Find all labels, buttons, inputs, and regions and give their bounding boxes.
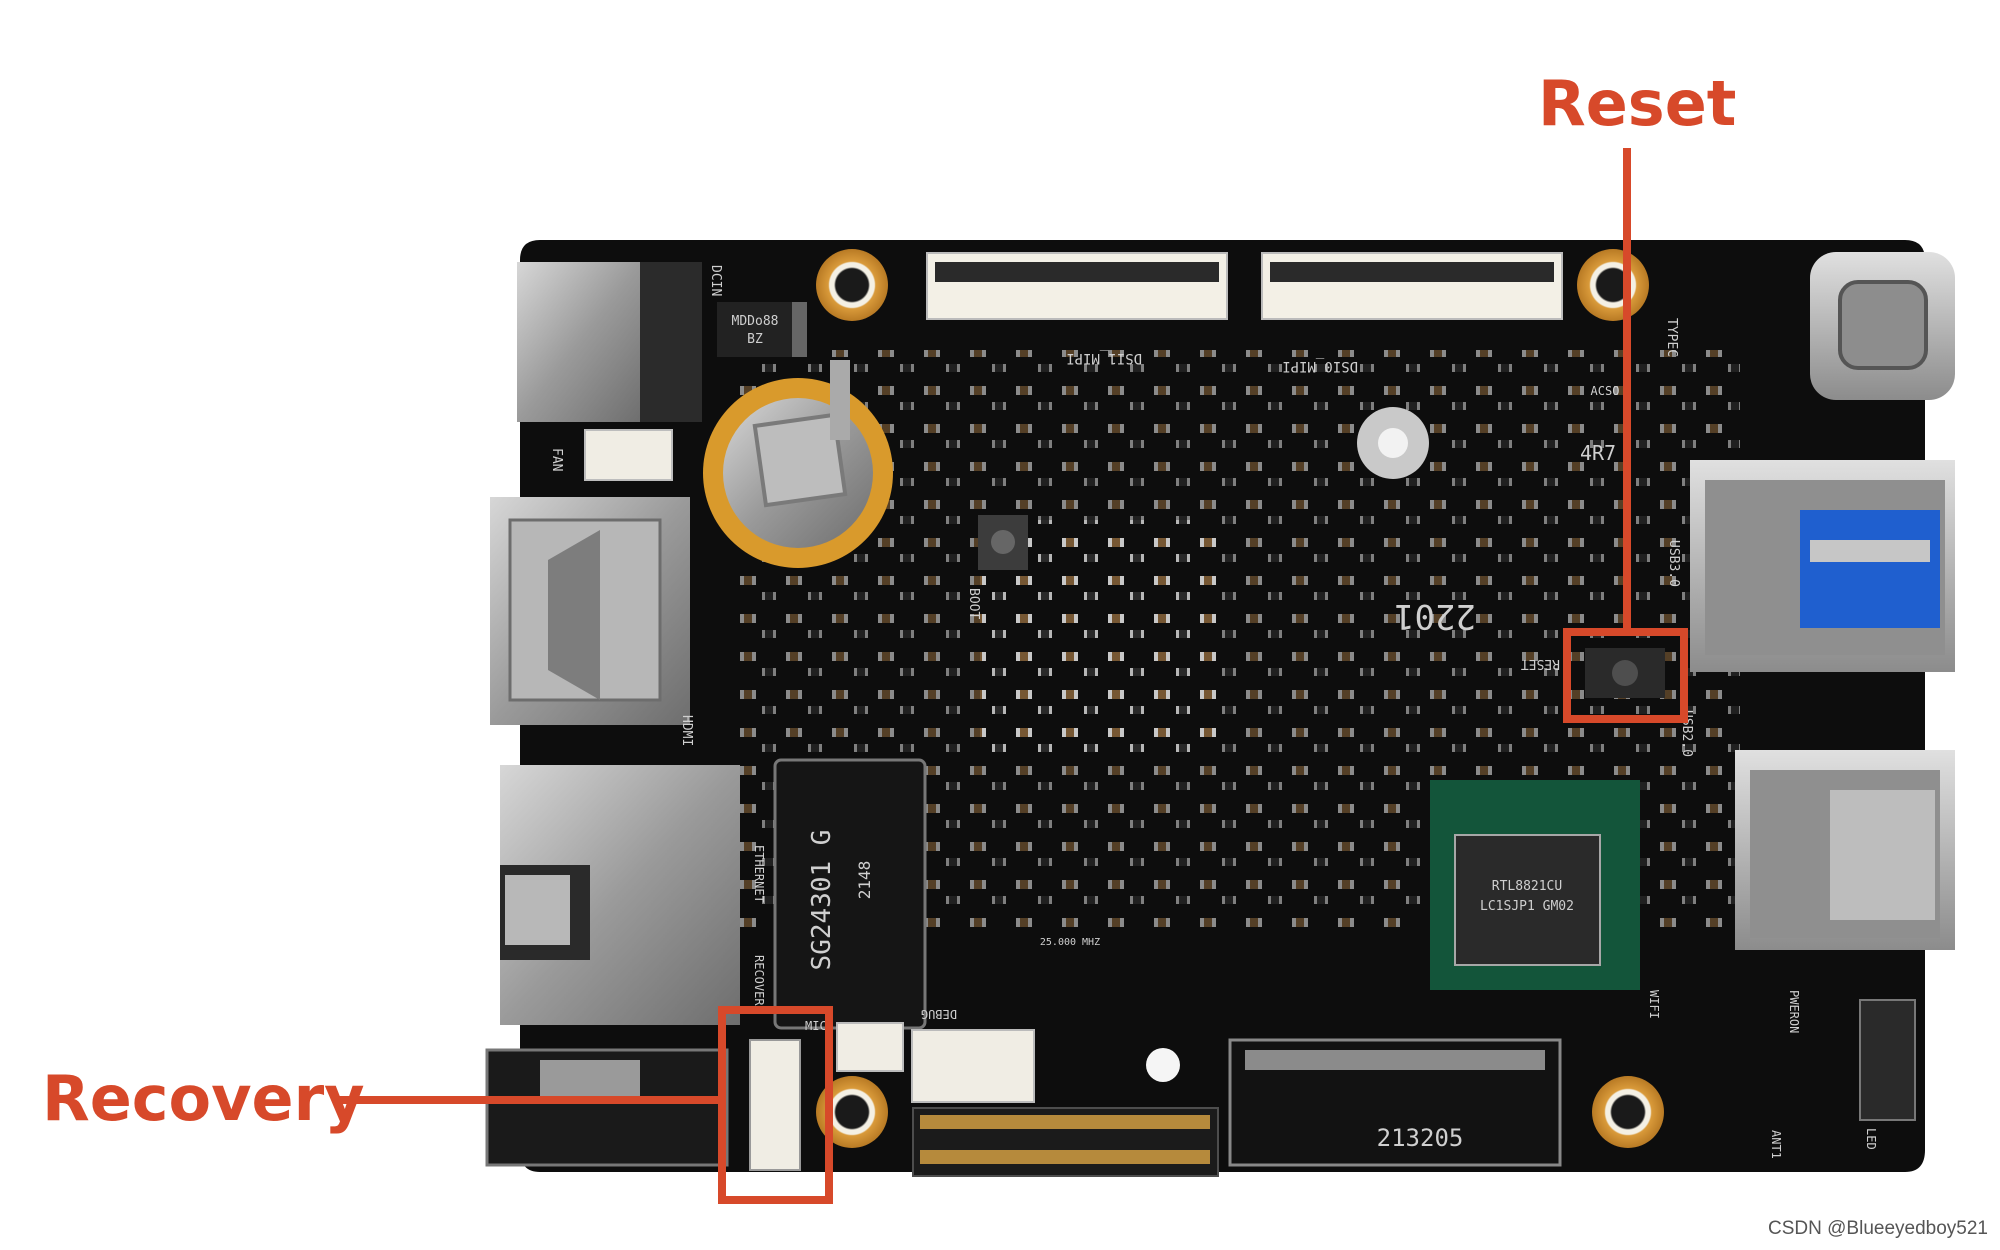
recovery-callout xyxy=(338,1006,833,1204)
silk-boot: BOOT xyxy=(966,588,981,619)
reset-callout-box xyxy=(1563,628,1688,723)
silk-ethernet: ETHERNET xyxy=(752,845,766,903)
dsi1-mipi-connector xyxy=(926,252,1228,320)
recovery-callout-label: Recovery xyxy=(42,1062,365,1135)
boot-button xyxy=(978,515,1028,570)
ethernet-transformer: SG24301 G 2148 xyxy=(773,758,927,1030)
silk-usb30: USB3.0 xyxy=(1666,540,1681,587)
usb-2-port xyxy=(1735,750,1955,950)
silk-led: LED xyxy=(1864,1128,1878,1150)
dc-in-jack xyxy=(517,262,702,422)
mounting-hole-bottom-right xyxy=(1592,1076,1664,1148)
silk-dcin: DCIN xyxy=(708,265,723,296)
usb-type-c-port xyxy=(1810,252,1955,400)
reset-button xyxy=(1585,648,1665,698)
diode-marking-1: MDDo88 xyxy=(732,314,779,329)
m2-slot-code: 213205 xyxy=(1377,1124,1464,1152)
dsi0-mipi-connector xyxy=(1261,252,1563,320)
mounting-hole-bottom-left xyxy=(816,1076,888,1148)
pcb-board xyxy=(520,240,1925,1172)
silk-dsi0-mipi: DSI0_MIPI xyxy=(1282,358,1358,374)
mounting-hole-top-right xyxy=(1577,249,1649,321)
silk-recovery: RECOVERY xyxy=(752,955,766,1014)
silk-ant1: ANT1 xyxy=(1769,1130,1783,1159)
wifi-module-marking-2: LC1SJP1 GM02 xyxy=(1480,899,1574,914)
recovery-callout-box xyxy=(718,1006,833,1204)
audio-jack xyxy=(485,1048,729,1167)
usb-3-port xyxy=(1690,460,1955,672)
watermark: CSDN @Blueeyedboy521 xyxy=(1768,1218,1988,1239)
hdmi-port xyxy=(490,497,690,725)
chip-marking-sg: SG24301 G xyxy=(807,830,837,971)
board-number-marking: 2201 xyxy=(1394,596,1476,636)
inductor-small-marking: ACSO xyxy=(1591,384,1620,398)
reset-callout xyxy=(1563,148,1688,723)
mic-connector xyxy=(836,1022,904,1072)
silk-fan: FAN xyxy=(549,448,564,471)
fan-connector xyxy=(584,429,673,481)
gpio-header xyxy=(912,1107,1219,1177)
debug-connector xyxy=(911,1029,1035,1103)
test-pad xyxy=(1146,1048,1180,1082)
recovery-button xyxy=(749,1039,801,1171)
silk-dsi1-mipi: DSI1_MIPI xyxy=(1066,350,1142,366)
silk-wifi: WIFI xyxy=(1647,990,1661,1019)
silk-debug: DEBUG xyxy=(921,1007,957,1021)
silk-poweron: PWERON xyxy=(1787,990,1801,1033)
diode xyxy=(717,302,807,357)
ethernet-port xyxy=(500,765,740,1025)
reset-callout-label: Reset xyxy=(1538,67,1737,140)
chip-marking-code: 2148 xyxy=(855,861,874,900)
silk-mic: MIC xyxy=(805,1019,827,1033)
wifi-module: RTL8821CU LC1SJP1 GM02 xyxy=(1430,780,1640,990)
crystal-marking: 25.000 MHZ xyxy=(1040,937,1100,948)
silk-hdmi: HDMI xyxy=(679,715,694,746)
rtc-battery xyxy=(703,360,893,568)
silk-reset: RESET xyxy=(1521,656,1560,671)
m2-slot: 213205 xyxy=(1228,1038,1562,1167)
mounting-hole-top-left xyxy=(816,249,888,321)
power-button xyxy=(1859,999,1916,1121)
silk-typec: TYPEC xyxy=(1664,318,1679,357)
inductor-marking: 4R7 xyxy=(1580,441,1616,465)
diode-marking-2: BZ xyxy=(747,332,763,347)
wifi-module-marking-1: RTL8821CU xyxy=(1492,879,1562,894)
